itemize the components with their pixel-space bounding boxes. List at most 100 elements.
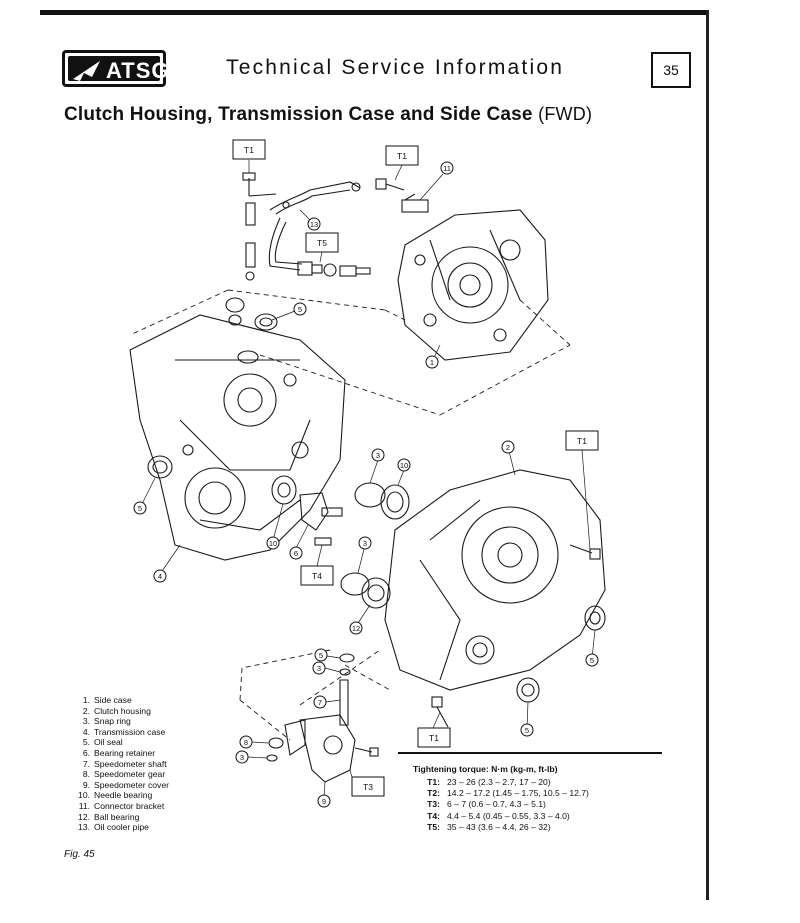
page-title-sub: (FWD) — [538, 104, 593, 124]
torque-tag-t4: T4 — [300, 565, 334, 586]
callout-3-mid: 3 — [371, 448, 385, 462]
bolt-top-right — [375, 178, 429, 213]
callout-6: 6 — [289, 546, 303, 560]
torque-tag-t1-top-right: T1 — [385, 145, 419, 166]
legend-num: 6. — [82, 747, 90, 758]
legend-label: Ball bearing — [94, 811, 140, 822]
legend-label: Speedometer cover — [94, 779, 169, 790]
legend-num: 8. — [82, 769, 90, 780]
legend-label: Transmission case — [94, 726, 166, 737]
legend-num: 2. — [82, 705, 90, 716]
legend-num: 3. — [82, 716, 90, 727]
callout-number: 2 — [506, 443, 510, 452]
legend-item: 10.Needle bearing — [72, 790, 169, 801]
callout-number: 5 — [590, 656, 594, 665]
legend-item: 9.Speedometer cover — [72, 780, 169, 791]
torque-value: 6 – 7 (0.6 – 0.7, 4.3 – 5.1) — [447, 799, 546, 810]
callout-2: 2 — [501, 440, 515, 454]
legend-label: Oil seal — [94, 737, 123, 748]
torque-rule — [398, 752, 662, 754]
legend-num: 13. — [78, 822, 90, 833]
callout-number: 13 — [310, 220, 318, 229]
torque-heading: Tightening torque: N·m (kg-m, ft-lb) — [413, 763, 558, 774]
legend-item: 1. Side case — [72, 695, 169, 706]
header-title: Technical Service Information — [226, 56, 565, 79]
retainer-parts — [271, 475, 343, 546]
torque-tag-label: T1 — [577, 436, 587, 446]
torque-label: T5: — [427, 822, 440, 833]
parts-legend: 1. Side case 2. Clutch housing 3. Snap ring… — [72, 695, 169, 833]
page-title-main: Clutch Housing, Transmission Case and Si… — [64, 104, 533, 125]
legend-item: 2. Clutch housing — [72, 706, 169, 717]
legend-item: 13.Oil cooler pipe — [72, 822, 169, 833]
legend-label: Speedometer shaft — [94, 758, 167, 769]
legend-label: Side case — [94, 695, 132, 705]
transmission-case — [129, 314, 346, 561]
torque-value: 14.2 – 17.2 (1.45 – 1.75, 10.5 – 12.7) — [447, 787, 589, 798]
legend-label: Speedometer gear — [94, 769, 166, 780]
legend-num: 1. — [82, 695, 90, 705]
torque-tag-t1-bottom: T1 — [417, 727, 451, 748]
oil-seal-left — [147, 455, 173, 479]
callout-number: 3 — [240, 753, 244, 762]
callout-7: 7 — [313, 695, 327, 709]
right-rule — [706, 10, 709, 900]
callout-5-bottom: 5 — [520, 723, 534, 737]
callout-12: 12 — [349, 621, 363, 635]
callout-5-speedo: 5 — [314, 648, 328, 662]
callout-4: 4 — [153, 569, 167, 583]
callout-number: 12 — [352, 624, 360, 633]
callout-9: 9 — [317, 794, 331, 808]
torque-tag-label: T1 — [397, 151, 407, 161]
snap-rings — [340, 482, 410, 609]
callout-number: 3 — [317, 664, 321, 673]
torque-label: T3: — [427, 799, 440, 810]
torque-tag-label: T5 — [317, 238, 327, 248]
legend-num: 10. — [78, 790, 90, 801]
torque-tag-t5: T5 — [305, 232, 339, 253]
torque-tag-t3: T3 — [351, 776, 385, 797]
callout-3-bottom: 3 — [235, 750, 249, 764]
callout-number: 5 — [298, 305, 302, 314]
torque-label: T1: — [427, 776, 440, 787]
callout-3-speedo: 3 — [312, 661, 326, 675]
callout-number: 3 — [376, 451, 380, 460]
torque-spec-table: Tightening torque: N·m (kg-m, ft-lb) T1:… — [398, 752, 662, 834]
callout-5-right: 5 — [585, 653, 599, 667]
callout-number: 5 — [525, 726, 529, 735]
legend-label: Clutch housing — [94, 705, 151, 716]
legend-item: 8. Speedometer gear — [72, 769, 169, 780]
torque-tag-label: T4 — [312, 571, 322, 581]
dowel-pins — [245, 202, 256, 281]
bolt-top-left — [242, 172, 277, 197]
legend-item: 12.Ball bearing — [72, 812, 169, 823]
bearings-top — [225, 297, 278, 364]
callout-13: 13 — [307, 217, 321, 231]
callout-5-top: 5 — [293, 302, 307, 316]
callout-number: 5 — [138, 504, 142, 513]
clutch-housing — [384, 469, 606, 691]
callout-number: 10 — [269, 539, 277, 548]
callout-number: 9 — [322, 797, 326, 806]
callout-8: 8 — [239, 735, 253, 749]
atsg-logo-mark-icon — [73, 61, 100, 81]
torque-label: T4: — [427, 810, 440, 821]
legend-num: 11. — [78, 800, 90, 811]
legend-item: 11.Connector bracket — [72, 801, 169, 812]
callout-number: 6 — [294, 549, 298, 558]
callout-number: 10 — [400, 461, 408, 470]
torque-tag-t1-right: T1 — [565, 430, 599, 451]
legend-label: Snap ring — [94, 716, 131, 727]
legend-label: Bearing retainer — [94, 747, 156, 758]
torque-value: 4.4 – 5.4 (0.45 – 0.55, 3.3 – 4.0) — [447, 810, 570, 821]
legend-item: 3. Snap ring — [72, 716, 169, 727]
torque-tag-label: T1 — [429, 733, 439, 743]
callout-11: 11 — [440, 161, 454, 175]
torque-row: T1:23 – 26 (2.3 – 2.7, 17 – 20) — [398, 777, 662, 788]
atsg-logo: ATSG — [62, 50, 168, 87]
page-title: Clutch Housing, Transmission Case and Si… — [64, 104, 592, 126]
torque-row: T3: 6 – 7 (0.6 – 0.7, 4.3 – 5.1) — [398, 799, 662, 810]
torque-tag-label: T3 — [363, 782, 373, 792]
figure-label: Fig. 45 — [64, 849, 95, 860]
